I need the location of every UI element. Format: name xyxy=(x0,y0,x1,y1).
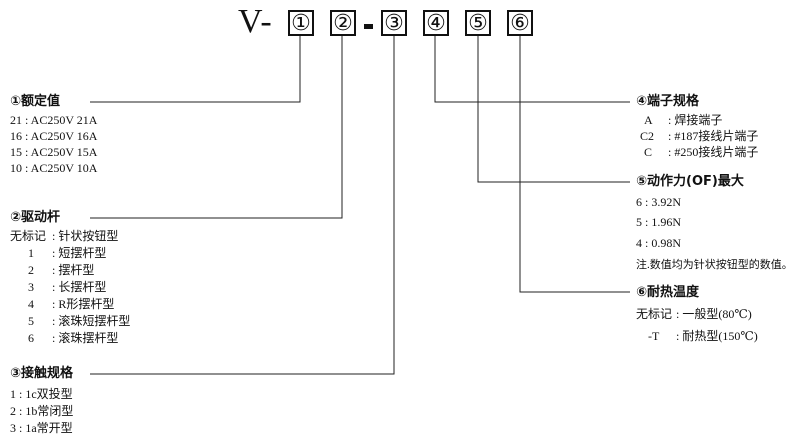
code-box-3: ③ xyxy=(381,10,407,36)
actuator-desc: : 滚珠短摆杆型 xyxy=(52,314,131,328)
connector-6 xyxy=(519,36,630,293)
contact-item: 1 : 1c双投型 xyxy=(10,387,73,401)
actuator-desc: : 摆杆型 xyxy=(52,263,95,277)
connector-3 xyxy=(90,36,395,375)
code-box-4: ④ xyxy=(423,10,449,36)
actuator-desc: : 针状按钮型 xyxy=(52,229,119,243)
actuator-code: 4 xyxy=(28,297,34,311)
connector-5 xyxy=(477,36,630,183)
actuator-desc: : R形摆杆型 xyxy=(52,297,115,311)
code-box-6: ⑥ xyxy=(507,10,533,36)
contact-item: 3 : 1a常开型 xyxy=(10,421,73,435)
actuator-desc: : 滚珠摆杆型 xyxy=(52,331,119,345)
heat-desc: : 耐热型(150℃) xyxy=(676,329,758,343)
force-item: 6 : 3.92N xyxy=(636,195,681,209)
section-contact-title: ③接触规格 xyxy=(10,366,74,381)
force-note: 注.数值均为针状按钮型的数值。 xyxy=(636,259,793,271)
section-force-title: ⑤动作力(OF)最大 xyxy=(636,174,744,189)
force-item: 4 : 0.98N xyxy=(636,236,681,250)
terminal-code: C2 xyxy=(640,129,655,143)
code-box-2: ② xyxy=(330,10,356,36)
section-heat-title: ⑥耐热温度 xyxy=(636,285,700,300)
rating-item: 15 : AC250V 15A xyxy=(10,145,98,159)
contact-item: 2 : 1b常闭型 xyxy=(10,404,74,418)
rating-item: 16 : AC250V 16A xyxy=(10,129,98,143)
terminal-desc: : #187接线片端子 xyxy=(668,129,759,143)
code-box-5: ⑤ xyxy=(465,10,491,36)
actuator-desc: : 长摆杆型 xyxy=(52,280,107,294)
terminal-desc: : 焊接端子 xyxy=(668,113,723,127)
model-prefix: V- xyxy=(238,3,273,40)
section-actuator-title: ②驱动杆 xyxy=(10,210,61,225)
rating-item: 10 : AC250V 10A xyxy=(10,161,98,175)
actuator-code: 无标记 xyxy=(10,229,47,243)
terminal-desc: : #250接线片端子 xyxy=(668,145,759,159)
actuator-code: 2 xyxy=(28,263,34,277)
model-separator xyxy=(364,24,373,29)
actuator-code: 1 xyxy=(28,246,34,260)
heat-desc: : 一般型(80℃) xyxy=(676,307,752,321)
force-item: 5 : 1.96N xyxy=(636,215,681,229)
terminal-code: A xyxy=(644,113,653,127)
terminal-code: C xyxy=(644,145,653,159)
actuator-code: 3 xyxy=(28,280,34,294)
section-terminal-title: ④端子规格 xyxy=(636,94,700,109)
connector-4 xyxy=(434,36,630,103)
code-box-1: ① xyxy=(288,10,314,36)
heat-code: 无标记 xyxy=(636,307,673,321)
connector-2 xyxy=(90,36,343,219)
rating-item: 21 : AC250V 21A xyxy=(10,113,98,127)
actuator-desc: : 短摆杆型 xyxy=(52,246,107,260)
section-rating-title: ①额定值 xyxy=(10,94,61,109)
heat-code: -T xyxy=(648,329,660,343)
actuator-code: 5 xyxy=(28,314,34,328)
connector-1 xyxy=(90,36,301,103)
actuator-code: 6 xyxy=(28,331,34,345)
